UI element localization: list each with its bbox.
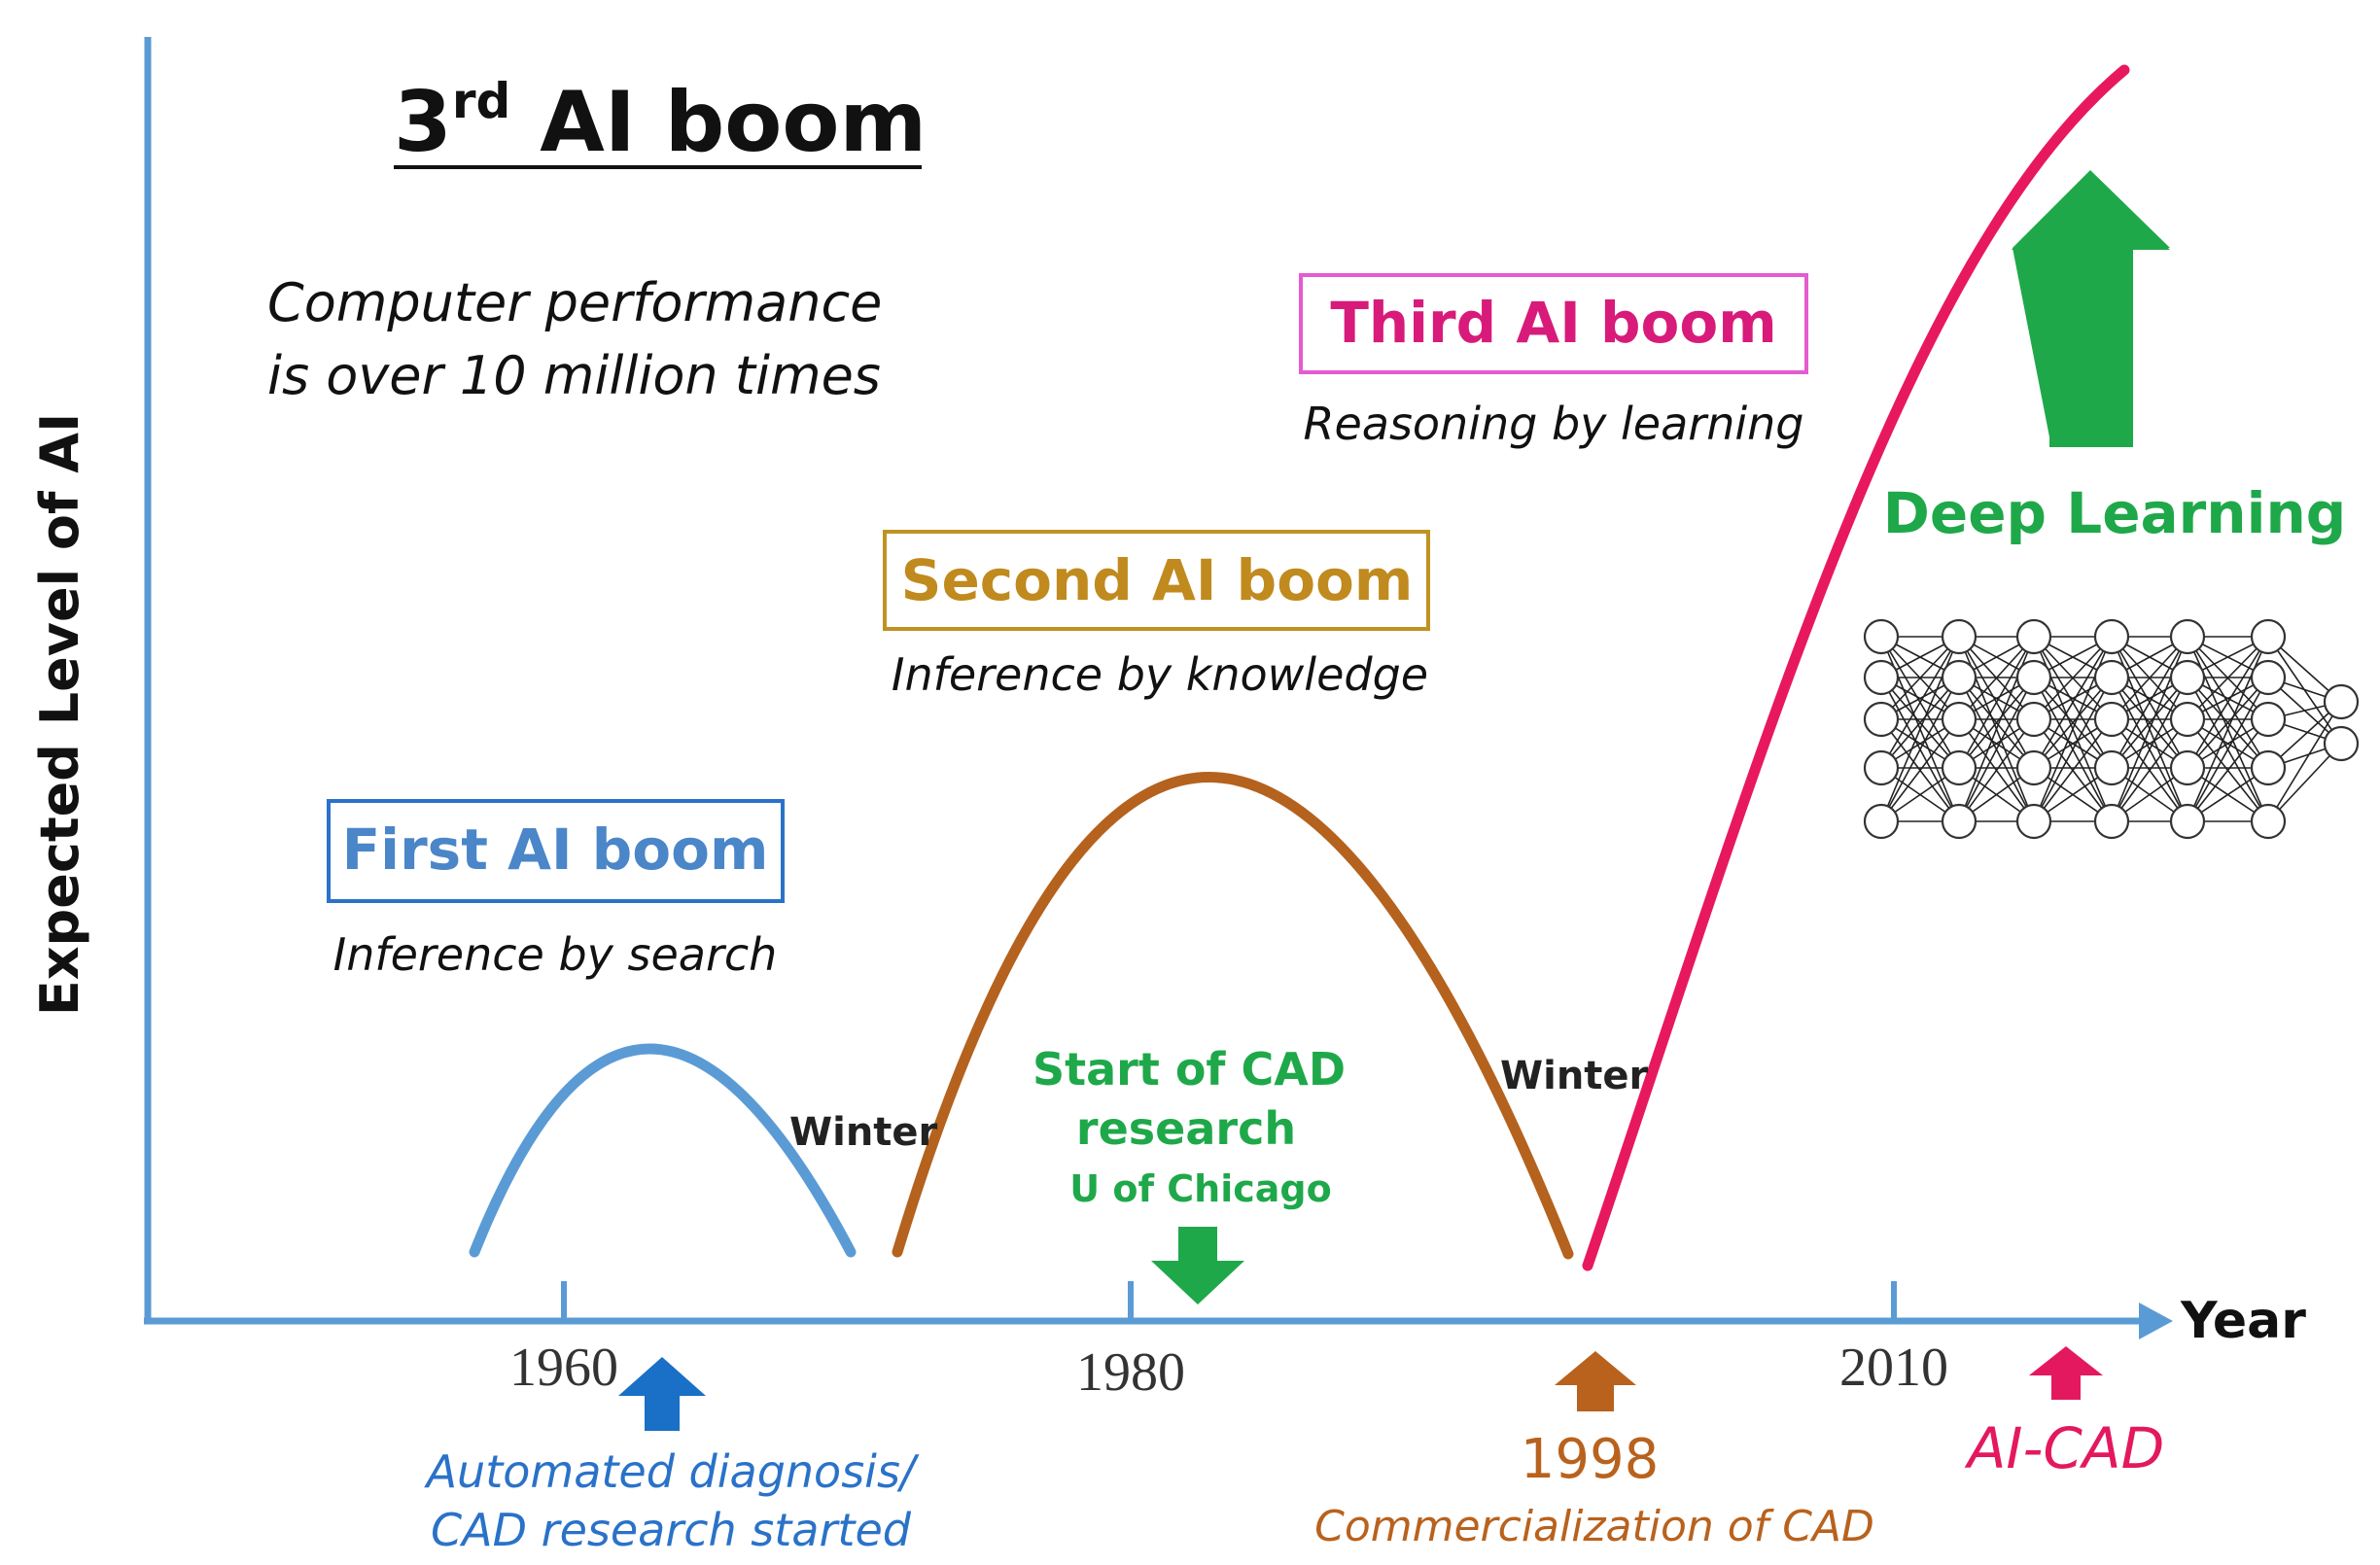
- nn-node: [1863, 659, 1900, 696]
- nn-edge: [2033, 636, 2113, 720]
- nn-edge: [2267, 701, 2342, 822]
- nn-edge: [2187, 718, 2269, 822]
- nn-node: [2169, 701, 2206, 738]
- nn-node: [2323, 725, 2360, 762]
- nn-node: [2015, 749, 2052, 786]
- nn-node: [2250, 659, 2287, 696]
- second-boom-subtitle: Inference by knowledge: [892, 648, 1428, 701]
- performance-note-line1: Computer performance: [267, 272, 882, 333]
- nn-node: [1941, 803, 1978, 840]
- nn-node: [2250, 749, 2287, 786]
- nn-node: [2093, 659, 2130, 696]
- nn-node: [2169, 749, 2206, 786]
- nn-node: [1941, 749, 1978, 786]
- nn-edge: [2111, 636, 2188, 720]
- nn-node: [2323, 683, 2360, 720]
- tick-label-1960: 1960: [509, 1338, 618, 1398]
- nn-edge: [1958, 636, 2035, 720]
- first-boom-label: First AI boom: [342, 817, 769, 883]
- first-boom-box: [327, 799, 785, 903]
- deep-learning-arrow-body: [2012, 172, 2170, 447]
- nn-node: [2015, 803, 2052, 840]
- nn-edge: [2187, 636, 2269, 720]
- nn-node: [2093, 749, 2130, 786]
- nn-node: [2169, 618, 2206, 655]
- automated-line2: CAD research started: [431, 1504, 912, 1556]
- automated-line1: Automated diagnosis/: [424, 1445, 920, 1498]
- nn-edge: [1958, 718, 2035, 822]
- nn-edge: [2187, 677, 2269, 822]
- cad-start-arrow-icon: [1151, 1227, 1244, 1304]
- nn-node: [2093, 618, 2130, 655]
- cad-start-line2: research: [1076, 1102, 1296, 1155]
- nn-edge: [1880, 718, 1960, 822]
- third-boom-subtitle: Reasoning by learning: [1304, 398, 1804, 450]
- nn-edge: [2187, 636, 2269, 769]
- cad-start-sub: U of Chicago: [1069, 1167, 1331, 1210]
- nn-node: [2015, 618, 2052, 655]
- third-boom-box: [1299, 273, 1808, 374]
- tick-label-2010: 2010: [1839, 1338, 1948, 1398]
- nn-edge: [1880, 677, 1960, 769]
- winter-label-2: Winter: [1500, 1054, 1649, 1098]
- nn-node: [2250, 803, 2287, 840]
- nn-edge: [2033, 718, 2113, 822]
- third-boom-label: Third AI boom: [1330, 290, 1776, 356]
- nn-edge: [1880, 636, 1960, 720]
- nn-edge: [1958, 677, 2035, 822]
- nn-node: [2093, 701, 2130, 738]
- nn-node: [1941, 618, 1978, 655]
- nn-edge: [2111, 636, 2188, 769]
- nn-node: [1863, 618, 1900, 655]
- nn-edge: [1958, 636, 2035, 769]
- nn-edge: [2267, 743, 2342, 822]
- nn-edge: [2033, 677, 2113, 822]
- nn-node: [1863, 749, 1900, 786]
- page-title: 3rd AI boom: [394, 73, 927, 171]
- nn-node: [2093, 803, 2130, 840]
- nn-node: [1941, 701, 1978, 738]
- x-axis-label: Year: [2180, 1292, 2306, 1350]
- second-boom-box: [883, 530, 1430, 631]
- nn-node: [1863, 701, 1900, 738]
- nn-node: [2015, 701, 2052, 738]
- nn-edge: [1880, 636, 1960, 769]
- nn-edge: [2111, 677, 2188, 822]
- nn-edge: [2033, 677, 2113, 769]
- first-boom-subtitle: Inference by search: [333, 928, 778, 981]
- third-boom-curve: [1582, 64, 2130, 1271]
- nn-edge: [2111, 677, 2188, 769]
- automated-arrow-icon: [618, 1357, 706, 1431]
- tick-label-1980: 1980: [1076, 1342, 1185, 1403]
- deep-learning-label: Deep Learning: [1883, 480, 2347, 546]
- nn-edge: [1958, 677, 2035, 769]
- first-boom-curve: [469, 1043, 857, 1258]
- nn-node: [2169, 803, 2206, 840]
- second-boom-curve: [892, 772, 1574, 1260]
- winter-label-1: Winter: [789, 1110, 938, 1155]
- y1998-year: 1998: [1521, 1428, 1660, 1491]
- nn-edge: [2033, 636, 2113, 769]
- x-axis-arrowhead: [2139, 1303, 2173, 1339]
- neural-network-icon: [1863, 618, 2360, 840]
- nn-edge: [2187, 677, 2269, 769]
- nn-node: [1941, 659, 1978, 696]
- nn-node: [2015, 659, 2052, 696]
- second-boom-label: Second AI boom: [901, 547, 1414, 613]
- nn-edge: [2111, 718, 2188, 822]
- cad-start-line1: Start of CAD: [1032, 1043, 1346, 1096]
- y-axis-label: Expected Level of AI: [29, 413, 90, 1016]
- nn-node: [2169, 659, 2206, 696]
- aicad-label: AI-CAD: [1964, 1415, 2165, 1481]
- y1998-desc: Commercialization of CAD: [1314, 1502, 1874, 1551]
- aicad-arrow-icon: [2029, 1346, 2103, 1400]
- nn-edge: [1880, 677, 1960, 822]
- nn-node: [2250, 701, 2287, 738]
- performance-note-line2: is over 10 million times: [267, 345, 881, 406]
- nn-node: [1863, 803, 1900, 840]
- nn-node: [2250, 618, 2287, 655]
- y1998-arrow-icon: [1555, 1351, 1636, 1411]
